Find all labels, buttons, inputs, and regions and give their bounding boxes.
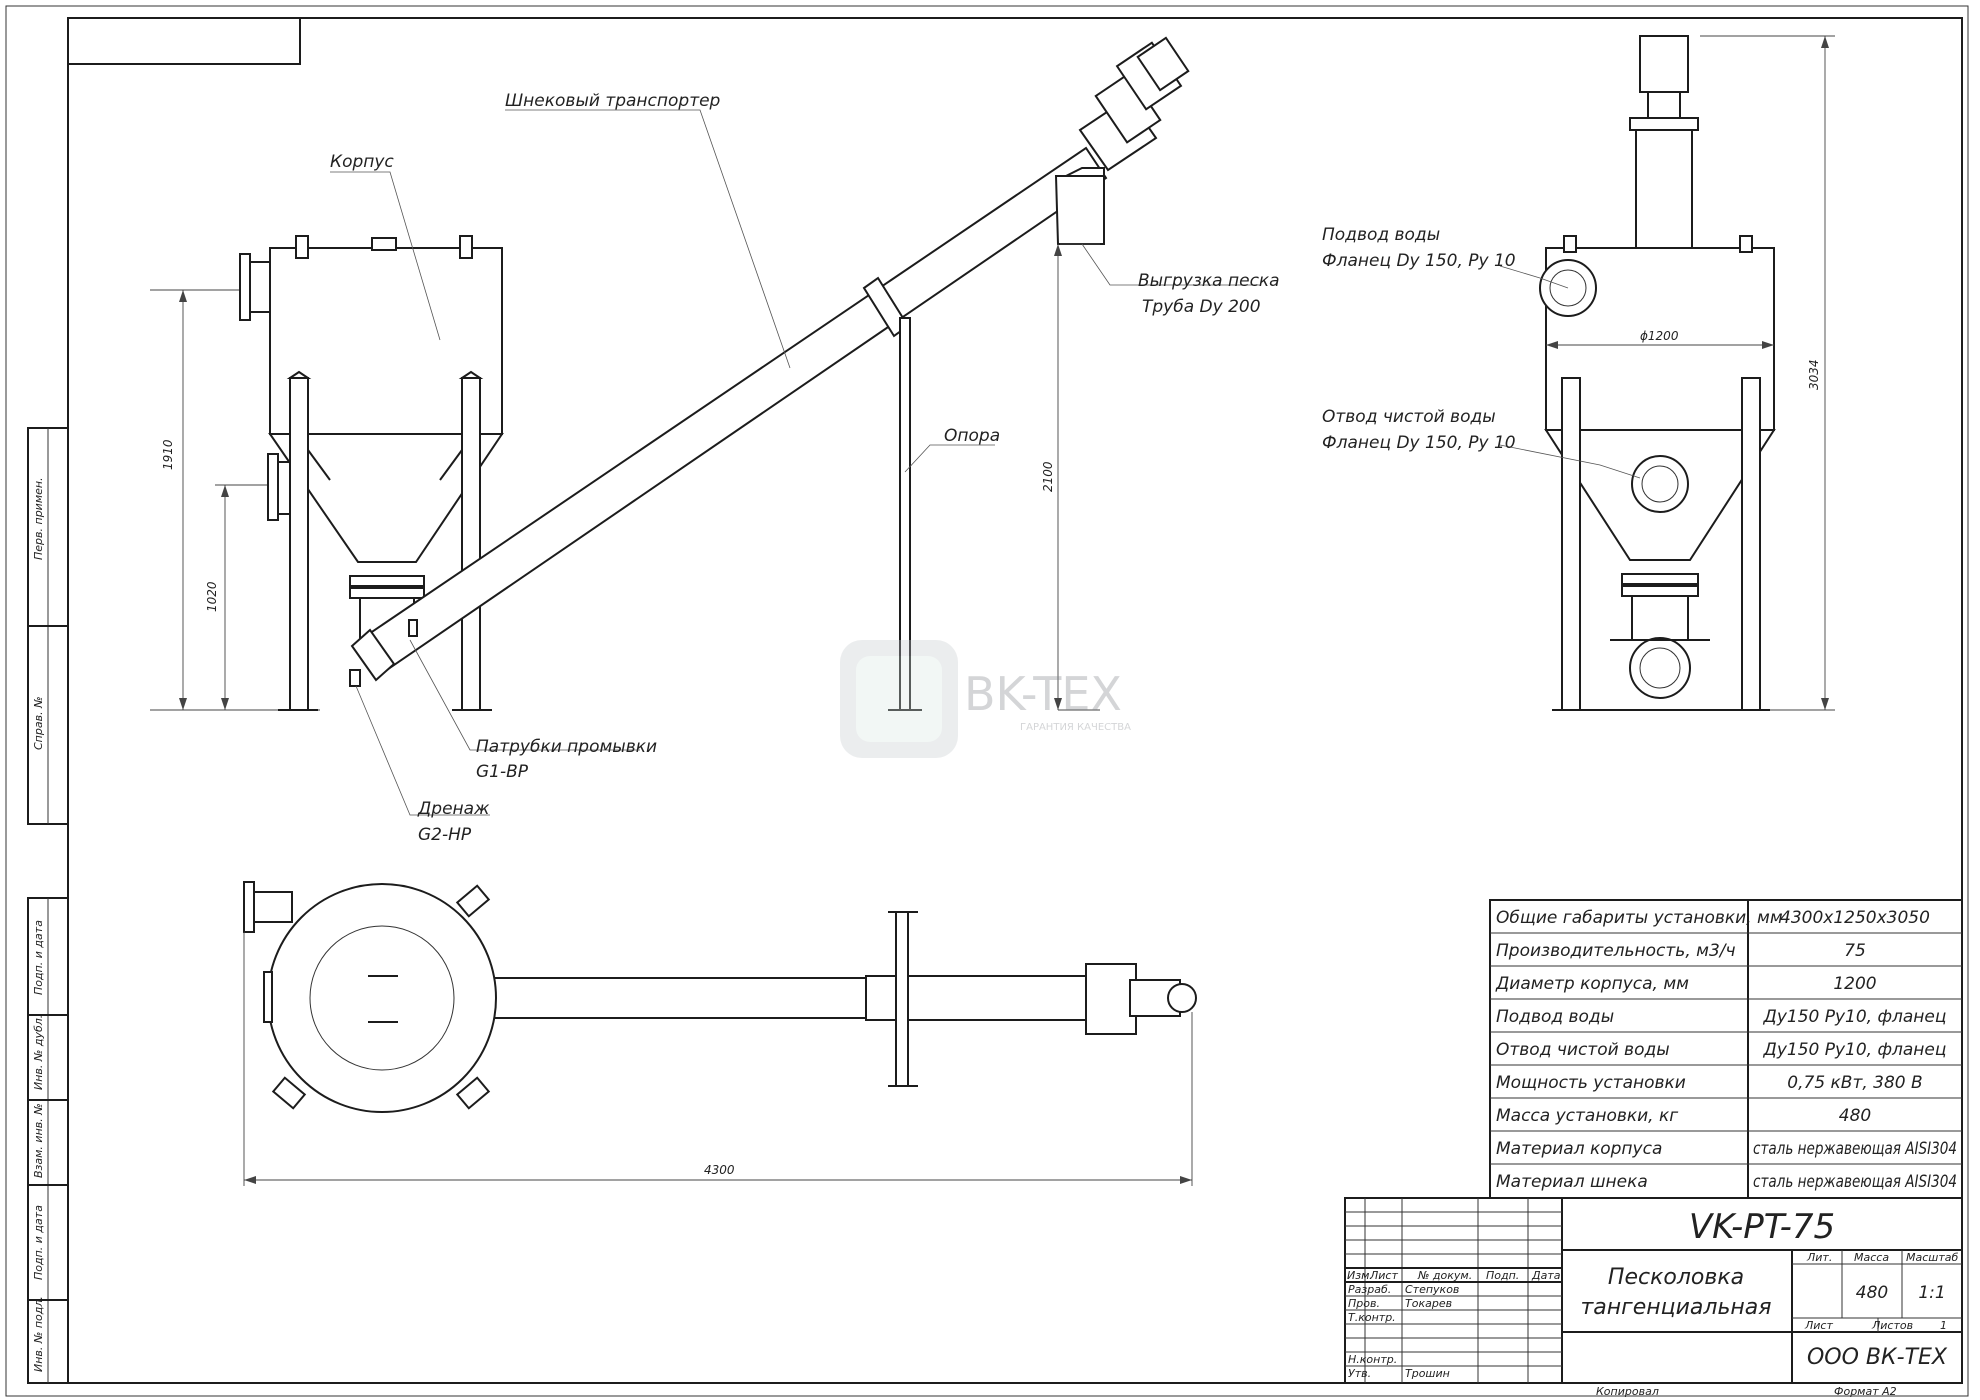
- label-otvod-1: Отвод чистой воды: [1322, 407, 1496, 427]
- tb-list-label: Лист: [1804, 1319, 1833, 1332]
- tb-prov-name: Токарев: [1405, 1297, 1452, 1310]
- tb-prov: Пров.: [1348, 1297, 1380, 1310]
- dim-d1200: ϕ1200: [1640, 329, 1679, 343]
- watermark-tagline: ГАРАНТИЯ КАЧЕСТВА: [1020, 722, 1131, 733]
- binding-strip: Перв. примен. Справ. № Подп. и дата Инв.…: [27, 427, 69, 1384]
- spec-param: Общие габариты установки, мм: [1496, 908, 1783, 928]
- label-korpus: Корпус: [330, 152, 394, 172]
- stamp-inv-podl: Инв. № подл.: [32, 1296, 45, 1372]
- tb-razrab-name: Степуков: [1405, 1283, 1459, 1296]
- label-vygruzka-1: Выгрузка песка: [1138, 271, 1280, 291]
- spec-param: Материал корпуса: [1496, 1139, 1662, 1159]
- spec-value: 1200: [1833, 974, 1876, 994]
- spec-value: Ду150 Ру10, фланец: [1763, 1040, 1947, 1060]
- dim-1020: 1020: [205, 581, 219, 612]
- dim-2100: 2100: [1041, 461, 1055, 492]
- tb-massa-value: 480: [1856, 1283, 1888, 1303]
- tb-head-list: Лист: [1369, 1269, 1398, 1282]
- spec-value: сталь нержавеющая AISI304: [1753, 1139, 1957, 1159]
- tb-head-data: Дата: [1531, 1269, 1561, 1282]
- dim-1910: 1910: [161, 439, 175, 470]
- tb-lit-label: Лит.: [1806, 1251, 1832, 1264]
- tb-utv-name: Трошин: [1405, 1367, 1450, 1380]
- spec-param: Материал шнека: [1496, 1172, 1648, 1192]
- spec-param: Мощность установки: [1496, 1073, 1686, 1093]
- stamp-sprav-no: Справ. №: [32, 696, 45, 750]
- outer-frame: [5, 5, 1969, 1397]
- spec-value: 75: [1844, 941, 1866, 961]
- label-podvod-2: Фланец Dy 150, Py 10: [1322, 251, 1516, 271]
- tb-format: Формат А2: [1834, 1385, 1897, 1398]
- tb-kopiroval: Копировал: [1596, 1385, 1659, 1398]
- label-patrubki-1: Патрубки промывки: [476, 737, 657, 757]
- plan-view: 4300: [243, 881, 1197, 1186]
- dim-3034: 3034: [1807, 359, 1821, 390]
- spec-param: Масса установки, кг: [1496, 1106, 1678, 1126]
- stamp-podp-data-1: Подп. и дата: [32, 920, 45, 995]
- front-view: 1910 1020: [150, 36, 1280, 845]
- label-drenazh-1: Дренаж: [417, 799, 490, 819]
- stamp-vzam-inv: Взам. инв. №: [32, 1103, 45, 1178]
- tb-masshtab-value: 1:1: [1918, 1283, 1945, 1303]
- tb-masshtab-label: Масштаб: [1906, 1251, 1958, 1264]
- spec-param: Производительность, м3/ч: [1496, 941, 1736, 961]
- tb-massa-label: Масса: [1854, 1251, 1889, 1264]
- title-block: Изм. Лист № докум. Подп. Дата Разраб. Ст…: [1344, 1197, 1963, 1398]
- tb-listov-value: 1: [1940, 1319, 1947, 1332]
- spec-value: 0,75 кВт, 380 В: [1787, 1073, 1922, 1093]
- tb-listov-label: Листов: [1871, 1319, 1913, 1332]
- spec-param: Отвод чистой воды: [1496, 1040, 1670, 1060]
- label-drenazh-2: G2-HP: [418, 825, 472, 845]
- watermark-name: BK-TEX: [964, 667, 1122, 721]
- label-opora: Опора: [944, 426, 1000, 446]
- tb-name-2: тангенциальная: [1580, 1295, 1771, 1320]
- spec-value: 4300х1250х3050: [1780, 908, 1930, 928]
- tb-head-podp: Подп.: [1486, 1269, 1519, 1282]
- tb-company: ООО ВК-ТЕХ: [1807, 1345, 1948, 1370]
- stamp-perv-primen: Перв. примен.: [32, 477, 45, 560]
- stamp-podp-data-2: Подп. и дата: [32, 1205, 45, 1280]
- label-patrubki-2: G1-BP: [476, 762, 529, 782]
- label-vygruzka-2: Труба Dy 200: [1142, 297, 1261, 317]
- tb-code: VK-PT-75: [1689, 1207, 1835, 1247]
- label-otvod-2: Фланец Dy 150, Py 10: [1322, 433, 1516, 453]
- stamp-inv-dubl: Инв. № дубл.: [32, 1015, 45, 1090]
- tb-head-izm: Изм.: [1347, 1269, 1373, 1282]
- tb-name-1: Песколовка: [1608, 1265, 1744, 1290]
- label-shnek: Шнековый транспортер: [505, 91, 721, 111]
- tb-tkontr: Т.контр.: [1348, 1311, 1396, 1324]
- tb-head-dokum: № докум.: [1417, 1269, 1472, 1282]
- watermark: BK-TEX ГАРАНТИЯ КАЧЕСТВА: [840, 640, 1131, 758]
- spec-table: Общие габариты установки, мм 4300х1250х3…: [1489, 899, 1963, 1199]
- spec-value: Ду150 Ру10, фланец: [1763, 1007, 1947, 1027]
- corner-stamp: [67, 17, 301, 65]
- spec-param: Диаметр корпуса, мм: [1495, 974, 1689, 994]
- side-view: ϕ1200 3034 Подвод воды Фланец Dy 150, Py…: [1322, 35, 1835, 711]
- dim-4300: 4300: [704, 1163, 735, 1177]
- spec-value: сталь нержавеющая AISI304: [1753, 1172, 1957, 1192]
- tb-utv: Утв.: [1348, 1367, 1371, 1380]
- spec-param: Подвод воды: [1496, 1007, 1614, 1027]
- tb-razrab: Разраб.: [1348, 1283, 1391, 1296]
- label-podvod-1: Подвод воды: [1322, 225, 1440, 245]
- watermark-logo-icon: [840, 640, 958, 758]
- tb-nkontr: Н.контр.: [1348, 1353, 1397, 1366]
- spec-value: 480: [1839, 1106, 1871, 1126]
